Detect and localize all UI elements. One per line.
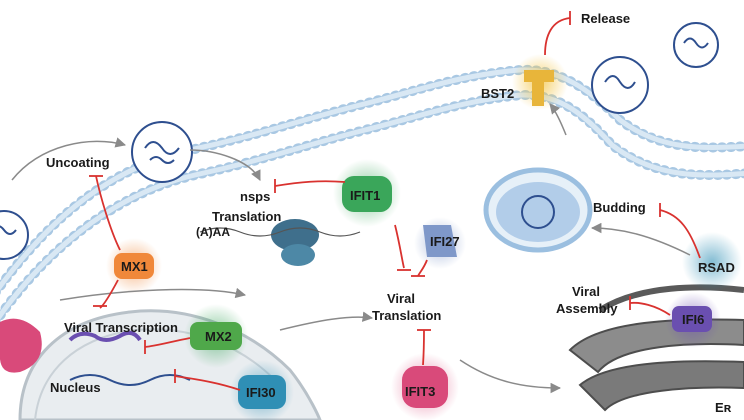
viral-translation-label-line1: Viral	[387, 291, 415, 306]
viral-translation-label-line2: Translation	[372, 308, 441, 323]
ifi27-label: IFI27	[430, 234, 460, 249]
viral-transcription-label: Viral Transcription	[64, 320, 178, 335]
virus-uncoating	[131, 121, 193, 183]
ifi27-protein	[414, 217, 466, 269]
nucleus-label: Nucleus	[50, 380, 101, 395]
viral-assembly-label-line2: Assembly	[556, 301, 618, 316]
nsps-label-line1: nsps	[240, 189, 270, 204]
bst2-label: BST2	[481, 86, 514, 101]
release-label: Release	[581, 11, 630, 26]
viral-rna	[68, 330, 191, 386]
rsad-protein	[682, 232, 742, 292]
budding-label: Budding	[593, 200, 646, 215]
budding-vesicle	[483, 167, 593, 253]
viral-assembly-label-line1: Viral	[572, 284, 600, 299]
ribosome	[199, 219, 361, 266]
ifit3-label: IFIT3	[405, 384, 435, 399]
nsps-label-line2: Translation	[212, 209, 281, 224]
uncoating-label: Uncoating	[46, 155, 110, 170]
ifi6-label: IFI6	[682, 312, 704, 327]
ifit1-protein	[333, 159, 401, 227]
mx2-protein	[184, 304, 248, 368]
bst2-protein	[512, 54, 568, 110]
cell-membrane	[0, 64, 744, 325]
virus-incoming	[0, 210, 29, 260]
ifi6-protein	[665, 292, 721, 348]
mx1-label: MX1	[121, 259, 148, 274]
er-label: Eʀ	[715, 400, 732, 415]
ifit3-protein	[391, 353, 459, 420]
inhibition-markers	[89, 11, 701, 391]
ifi30-protein	[230, 360, 294, 420]
virus-free	[673, 22, 719, 68]
mx1-protein	[106, 238, 162, 294]
ifit1-label: IFIT1	[350, 188, 380, 203]
mx2-label: MX2	[205, 329, 232, 344]
ifi30-label: IFI30	[246, 385, 276, 400]
rsad-label: RSAD	[698, 260, 735, 275]
virus-released	[591, 56, 649, 114]
receptor-protein	[0, 318, 42, 373]
polya-label: (A)AA	[196, 225, 230, 239]
process-arrows	[11, 103, 691, 394]
